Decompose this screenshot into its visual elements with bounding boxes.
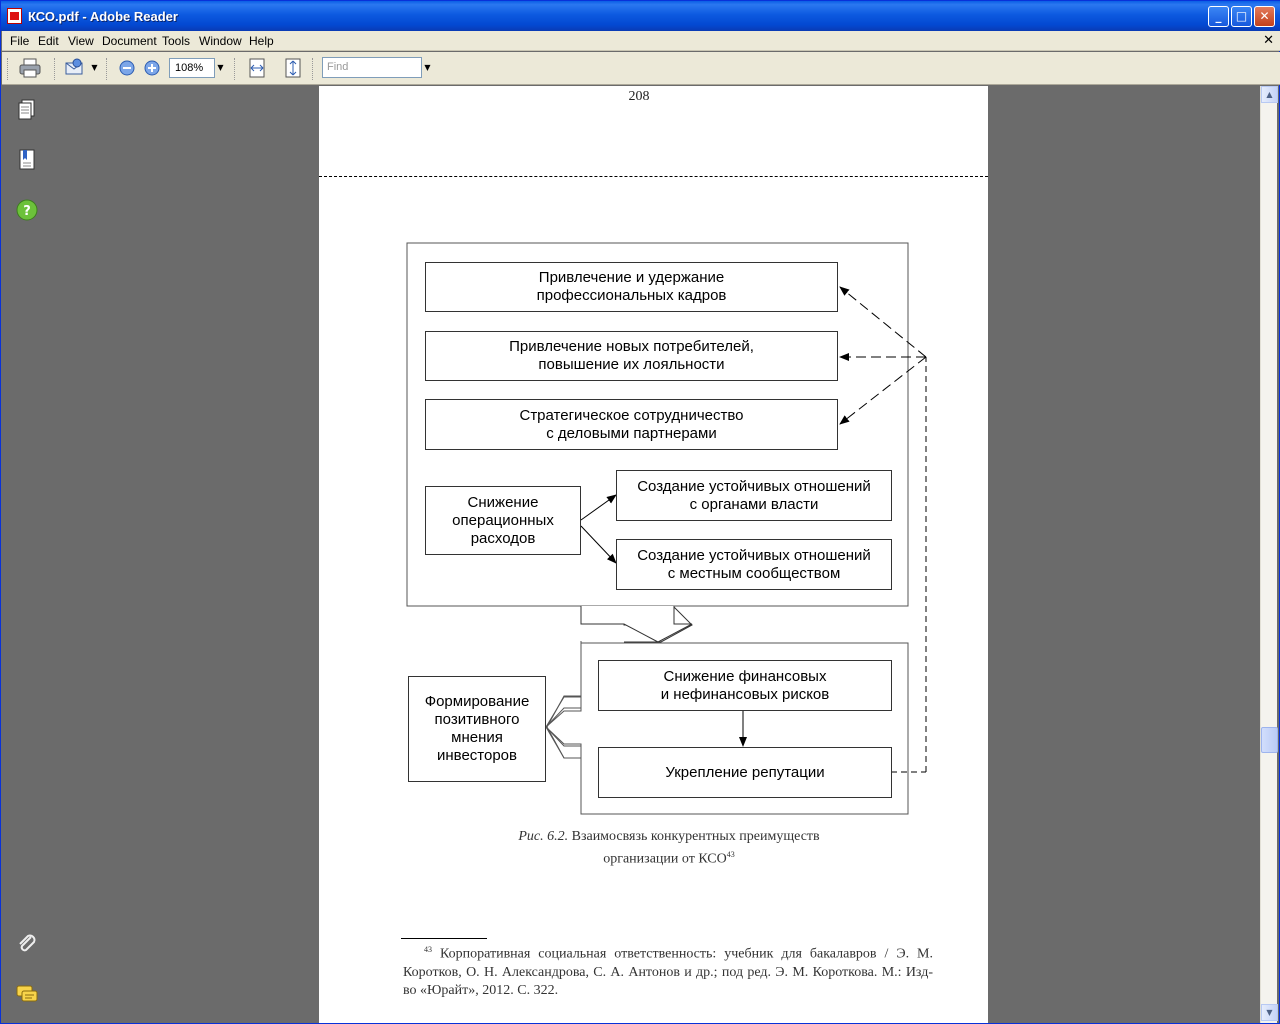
comments-icon[interactable] (15, 982, 39, 1006)
menu-help[interactable]: Help (249, 34, 274, 48)
toolbar-separator (234, 58, 237, 80)
toolbar-separator (106, 58, 109, 80)
pdf-page: 208 (319, 86, 988, 1023)
page-break-line (319, 176, 988, 177)
menu-window[interactable]: Window (199, 34, 242, 48)
figure-caption: Рис. 6.2. Взаимосвязь конкурентных преим… (319, 828, 1019, 869)
box-investors: Формирование позитивного мнения инвестор… (408, 676, 546, 782)
scroll-down-icon[interactable]: ▼ (1261, 1004, 1278, 1021)
menu-bar: File Edit View Document Tools Window Hel… (2, 31, 1280, 51)
navigation-panel: ? (2, 86, 52, 1023)
zoom-out-icon[interactable] (116, 58, 138, 78)
menu-file[interactable]: File (10, 34, 30, 48)
footnote-text: Корпоративная социальная ответственность… (403, 946, 934, 998)
box-costs: Снижение операционных расходов (425, 486, 581, 555)
svg-text:?: ? (23, 204, 31, 219)
box-customers: Привлечение новых потребителей, повышени… (425, 331, 838, 381)
vertical-scrollbar[interactable]: ▲ ▼ (1260, 86, 1278, 1023)
email-icon[interactable] (64, 58, 86, 78)
pdf-app-icon (7, 8, 22, 24)
pages-icon[interactable] (15, 98, 39, 122)
box-government: Создание устойчивых отношений с органами… (616, 470, 892, 521)
fit-page-icon[interactable] (282, 58, 304, 78)
page-number: 208 (628, 89, 650, 104)
footnote-rule (401, 938, 487, 939)
minimize-button[interactable]: _ (1208, 6, 1229, 27)
menu-tools[interactable]: Tools (162, 34, 191, 48)
menu-document[interactable]: Document (102, 34, 157, 48)
toolbar-separator (54, 58, 57, 80)
box-community: Создание устойчивых отношений с местным … (616, 539, 892, 590)
box-talent: Привлечение и удержание профессиональных… (425, 262, 838, 312)
menu-view[interactable]: View (68, 34, 94, 48)
box-partners: Стратегическое сотрудничество с деловыми… (425, 399, 838, 450)
toolbar: ▼ 108% ▼ Find ▼ (2, 52, 1280, 85)
left-arrow-cutout (545, 643, 582, 814)
toolbar-grip (7, 58, 10, 80)
caption-line1: Взаимосвязь конкурентных преимуществ (571, 829, 820, 844)
footnote: 43 Корпоративная социальная ответственно… (403, 941, 933, 1000)
print-icon[interactable] (19, 58, 41, 78)
find-input[interactable]: Find (322, 57, 422, 78)
zoom-dropdown-icon[interactable]: ▼ (217, 63, 224, 72)
chevron-down-icon[interactable]: ▼ (91, 63, 98, 72)
maximize-button[interactable]: □ (1231, 6, 1252, 27)
caption-footnote-ref: 43 (726, 850, 735, 859)
caption-line2: организации от КСО (603, 851, 727, 867)
box-reputation: Укрепление репутации (598, 747, 892, 798)
document-close-icon[interactable]: ✕ (1263, 33, 1274, 48)
caption-prefix: Рис. 6.2. (518, 829, 569, 844)
window-title: КСО.pdf - Adobe Reader (28, 9, 178, 24)
box-risks: Снижение финансовых и нефинансовых риско… (598, 660, 892, 711)
footnote-number: 43 (424, 945, 432, 954)
help-icon[interactable]: ? (15, 198, 39, 222)
zoom-input[interactable]: 108% (169, 58, 215, 78)
scroll-thumb[interactable] (1261, 727, 1278, 753)
fit-width-icon[interactable] (246, 58, 268, 78)
bookmarks-icon[interactable] (15, 148, 39, 172)
zoom-in-icon[interactable] (141, 58, 163, 78)
close-button[interactable]: ✕ (1254, 6, 1275, 27)
menu-edit[interactable]: Edit (38, 34, 59, 48)
block-down-arrow (580, 606, 693, 643)
attachment-icon[interactable] (15, 932, 39, 956)
find-dropdown-icon[interactable]: ▼ (424, 63, 431, 72)
title-bar: КСО.pdf - Adobe Reader _ □ ✕ (1, 1, 1280, 31)
scroll-up-icon[interactable]: ▲ (1261, 86, 1278, 103)
toolbar-separator (312, 58, 315, 80)
diagram-connectors (406, 242, 927, 815)
